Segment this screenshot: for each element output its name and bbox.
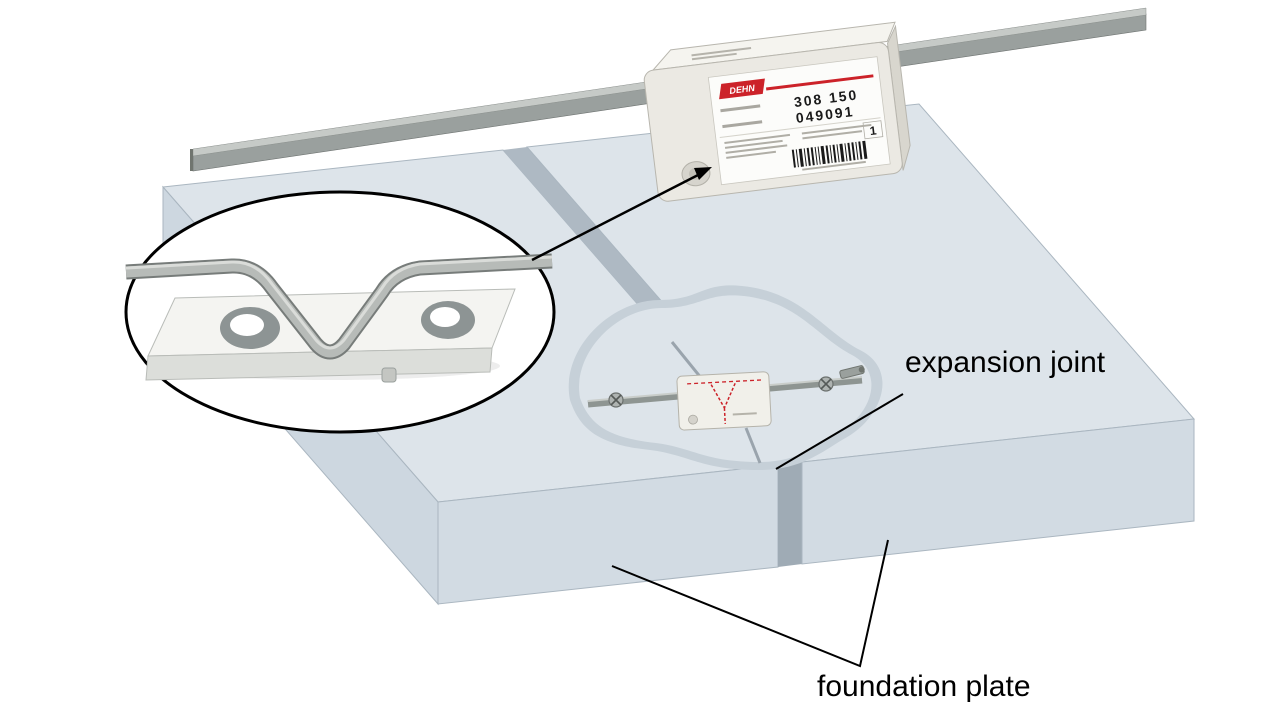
plate-hole-right (421, 301, 475, 339)
detail-mounting-plate (145, 288, 516, 383)
red-marking-v (710, 383, 736, 424)
part-number-1: 308 150 (793, 86, 859, 110)
dehn-logo-rule (765, 74, 874, 91)
left-clamp-icon (608, 392, 624, 408)
red-marking-top (687, 379, 762, 385)
label-divider (719, 117, 881, 138)
expansion-joint-label: expansion joint (905, 346, 1106, 379)
right-clamp-icon (818, 376, 834, 392)
detail-magnifier (124, 190, 556, 434)
product-box: DEHN 308 150 049091 1 (643, 21, 911, 202)
detail-expansion-strip (125, 253, 553, 360)
label-fineprint (724, 123, 872, 159)
band-end-cap (190, 149, 193, 171)
arrow-shaft (531, 172, 701, 262)
foundation-plate-label: foundation plate (817, 670, 1031, 703)
product-label: DEHN 308 150 049091 1 (707, 56, 891, 186)
quantity-box (862, 120, 884, 140)
embedded-box-textline (732, 412, 757, 416)
leader-lines (611, 393, 904, 668)
strip-highlight (125, 255, 553, 350)
plate-hole-left (220, 307, 280, 349)
barcode-caption (802, 160, 866, 171)
label-fieldname-2 (722, 120, 763, 129)
barcode (791, 140, 868, 168)
quantity-value: 1 (869, 123, 878, 138)
expansion-joint-leader (775, 393, 904, 470)
label-fieldname-1 (720, 104, 761, 113)
embedded-expansion-assembly (587, 365, 865, 431)
right-slab-front-face (801, 418, 1195, 565)
embedded-box-hole (688, 414, 698, 425)
dehn-logo: DEHN (719, 74, 874, 100)
dehn-logo-text: DEHN (729, 83, 756, 96)
part-number-2: 049091 (795, 103, 855, 126)
embedded-expansion-box (676, 371, 772, 431)
joint-gap-front (778, 462, 802, 567)
plate-front-face (145, 347, 493, 381)
strip-face (125, 255, 553, 358)
detail-arrow (531, 167, 712, 262)
plate-screw-tab (381, 367, 397, 383)
arrowhead-icon (694, 167, 712, 180)
foundation-plate-leaders (611, 539, 889, 668)
box-top-textlines (691, 47, 752, 61)
fitting-tool-icon (839, 365, 865, 379)
